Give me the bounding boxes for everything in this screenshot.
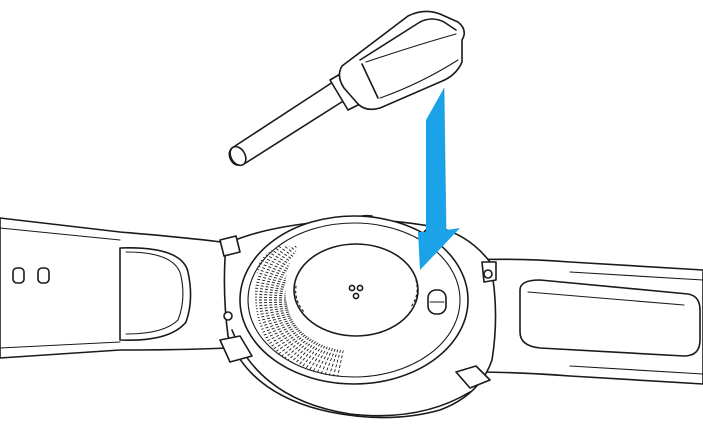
strap-hole — [37, 267, 50, 284]
hatch-line — [282, 334, 314, 361]
hatch-line — [256, 319, 299, 335]
hatch-line — [260, 322, 301, 341]
watch-back — [219, 214, 497, 419]
hatch-line — [254, 296, 293, 299]
hatch-line — [254, 289, 293, 295]
hatch-line — [254, 301, 293, 304]
right-strap — [467, 258, 703, 385]
hatch-line — [254, 303, 293, 307]
hatch-line — [315, 342, 333, 376]
hatch-line — [299, 339, 324, 370]
hatch-line — [319, 343, 335, 377]
charger — [228, 10, 466, 167]
hatch-line — [270, 328, 307, 352]
hatch-line — [254, 317, 298, 332]
hatch-line — [265, 325, 304, 346]
hatch-line — [292, 337, 320, 367]
hatch-line — [262, 324, 302, 344]
hatch-line — [303, 340, 326, 372]
hatch-line — [254, 293, 293, 297]
hatch-line — [332, 344, 343, 378]
hatch-line — [254, 286, 293, 294]
hatch-line — [296, 338, 322, 369]
hatch-line — [254, 306, 293, 314]
hatch-line — [311, 342, 331, 374]
strap-hole — [12, 267, 25, 284]
left-strap — [0, 217, 255, 359]
hatch-line — [307, 341, 328, 373]
hatch-line — [328, 344, 340, 378]
hatch-line — [285, 335, 316, 363]
hatch-line — [254, 305, 293, 311]
hatch-line — [276, 331, 310, 356]
hatch-line — [258, 321, 300, 338]
down-arrow-icon — [418, 87, 460, 270]
hatch-line — [289, 336, 318, 365]
hatch-line — [323, 344, 338, 378]
hatch-line — [279, 332, 312, 359]
hatch-line — [267, 327, 305, 349]
hatch-line — [273, 330, 308, 354]
hatch-line — [336, 345, 345, 378]
